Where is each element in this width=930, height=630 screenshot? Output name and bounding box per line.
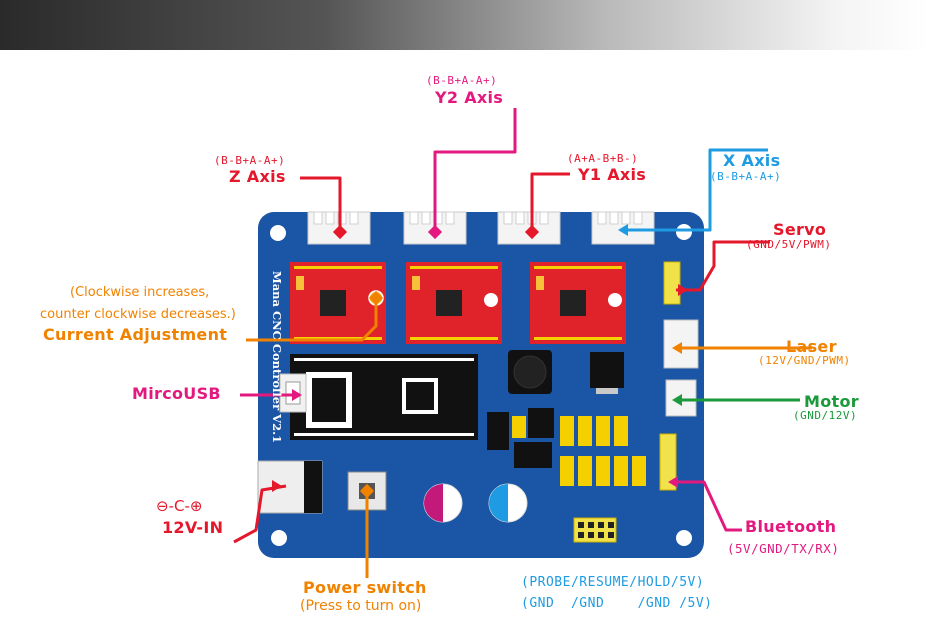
y2-pins-label: (B-B+A-A+) — [426, 74, 498, 87]
leader-markers — [272, 224, 688, 499]
y1-pins-label: (A+A-B+B-) — [567, 152, 639, 165]
probe-pins-line1: (PROBE/RESUME/HOLD/5V) — [521, 575, 705, 590]
x-pins-label: (B-B+A-A+) — [710, 170, 782, 183]
power-switch-label: Power switch — [303, 578, 427, 597]
laser-label: Laser — [786, 337, 837, 356]
nano-board-icon — [290, 354, 478, 440]
mounting-holes — [270, 224, 692, 546]
probe-pins-line2: (GND /GND /GND /5V) — [521, 596, 713, 611]
leader-y2 — [433, 108, 517, 232]
y1-axis-label: Y1 Axis — [578, 165, 647, 184]
bluetooth-label: Bluetooth — [745, 517, 837, 536]
board-title: Mana CNC Controller V2.1 — [270, 270, 284, 444]
smd-components — [487, 408, 646, 486]
dc-jack-icon — [257, 460, 323, 514]
z-axis-label: Z Axis — [229, 167, 286, 186]
z-pins-label: (B-B+A-A+) — [214, 154, 286, 167]
bluetooth-pins-label: (5V/GND/TX/RX) — [727, 541, 840, 556]
polarity-symbol: ⊖-C-⊕ — [156, 497, 203, 515]
leader-z — [300, 176, 342, 232]
header-gradient-bar — [0, 0, 930, 50]
leader-y1 — [530, 172, 570, 232]
leader-current — [246, 300, 378, 342]
current-adjustment-label: Current Adjustment — [43, 325, 228, 344]
y2-axis-label: Y2 Axis — [435, 88, 504, 107]
micro-usb-label: MircoUSB — [132, 384, 221, 403]
leader-servo — [676, 240, 770, 292]
current-note-line2: counter clockwise decreases.) — [40, 307, 236, 322]
header-pins-icon — [573, 261, 699, 543]
laser-pins-label: (12V/GND/PWM) — [758, 354, 851, 367]
servo-label: Servo — [773, 220, 827, 239]
power-switch-note: (Press to turn on) — [300, 598, 422, 614]
motor-pins-label: (GND/12V) — [793, 409, 858, 422]
capacitor-icon — [423, 483, 528, 523]
current-note-line1: (Clockwise increases, — [70, 285, 210, 300]
power-in-label: 12V-IN — [162, 518, 224, 537]
stepper-driver-icon — [290, 262, 626, 344]
x-axis-label: X Axis — [723, 151, 781, 170]
servo-pins-label: (GND/5V/PWM) — [746, 238, 832, 251]
leader-x — [626, 148, 768, 232]
leader-bt — [676, 480, 742, 532]
motor-label: Motor — [804, 392, 859, 411]
